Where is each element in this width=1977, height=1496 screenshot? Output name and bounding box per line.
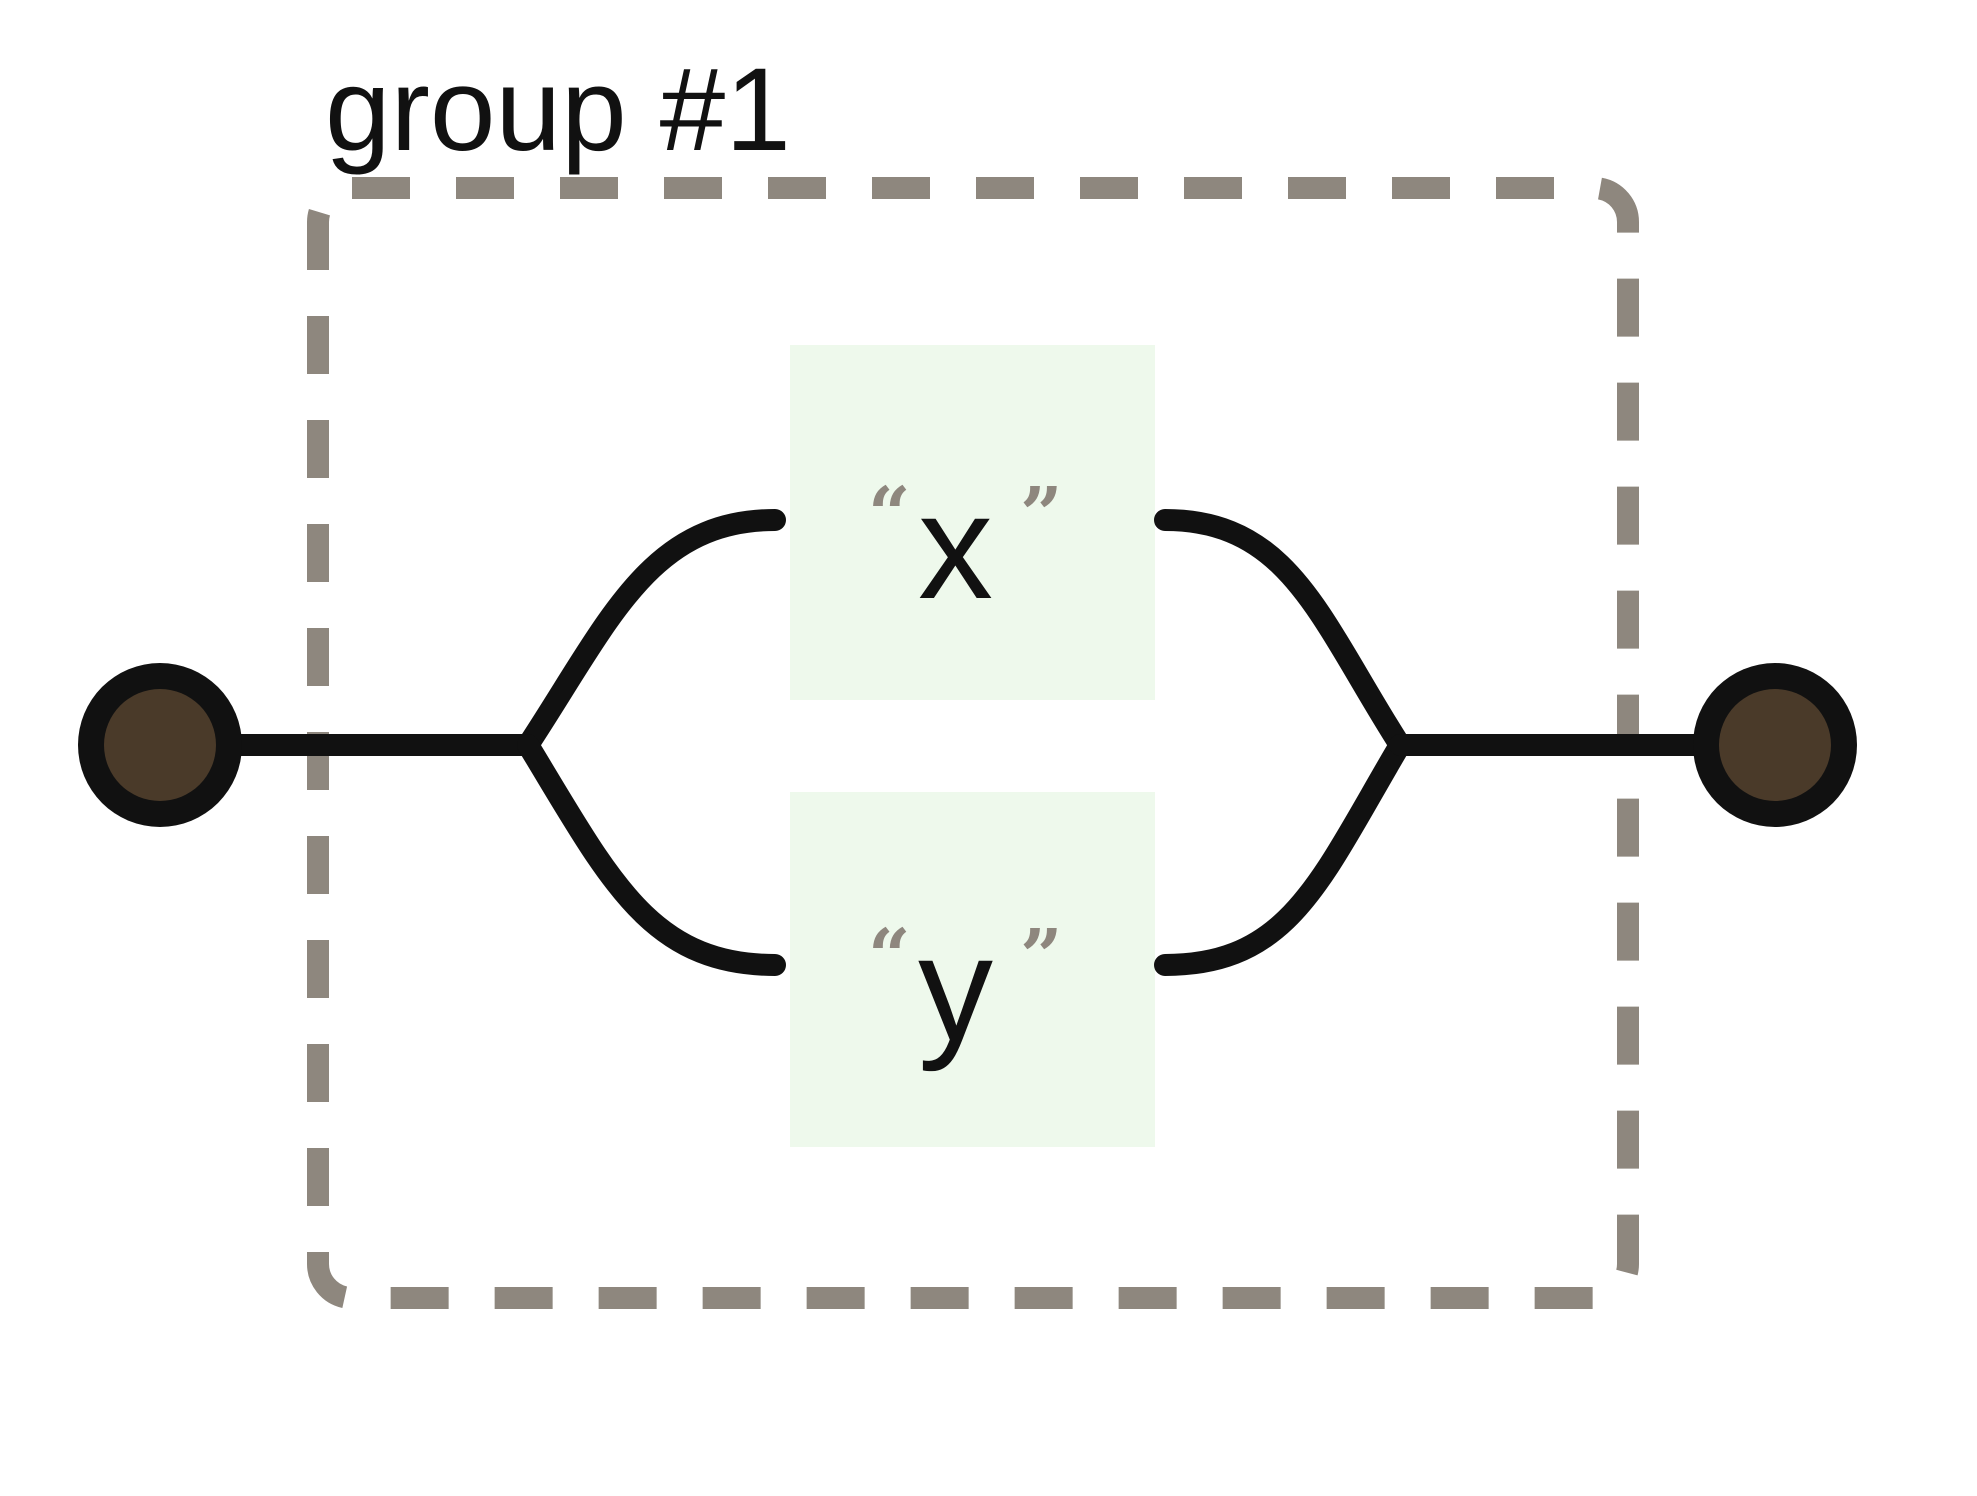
node-x: “ x ”: [868, 462, 1063, 630]
node-y-box: [790, 792, 1155, 1147]
end-terminal: [1693, 663, 1857, 827]
edge-y-to-merge: [1154, 734, 1411, 976]
start-terminal: [78, 663, 242, 827]
edge-x-to-merge: [1154, 509, 1411, 756]
node-x-label: x: [918, 462, 993, 630]
node-y-label: y: [918, 904, 993, 1072]
node-x-box: [790, 345, 1155, 700]
node-x-open-quote: “: [868, 472, 911, 558]
edge-split-to-y: [517, 734, 786, 976]
group-title: group #1: [325, 44, 791, 176]
node-x-close-quote: ”: [1020, 472, 1063, 558]
node-y-open-quote: “: [868, 914, 911, 1000]
node-y: “ y ”: [868, 904, 1063, 1072]
edge-split-to-x: [517, 509, 786, 756]
node-y-close-quote: ”: [1020, 914, 1063, 1000]
